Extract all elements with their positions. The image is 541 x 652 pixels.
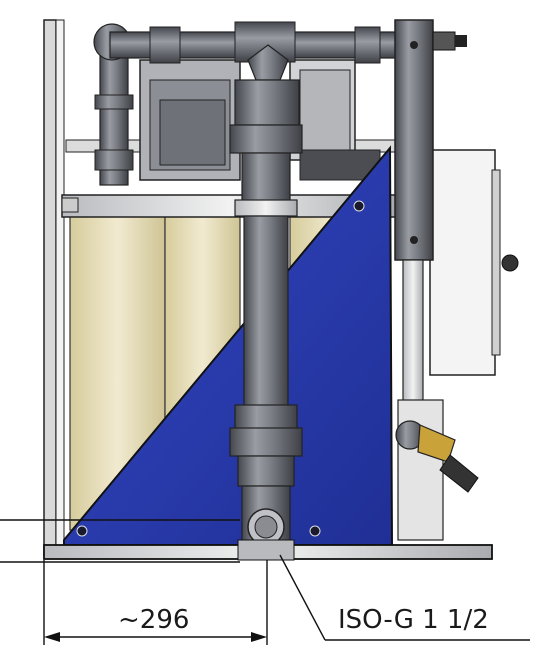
width-dimension-label: ~296 — [118, 605, 189, 635]
pump-motors — [139, 59, 381, 181]
dimension-lines — [0, 519, 530, 645]
base-plate — [43, 539, 493, 561]
drain-valve — [395, 420, 479, 493]
panel-bolts — [76, 200, 365, 537]
connection-thread-label: ISO-G 1 1/2 — [338, 605, 489, 635]
central-pipe — [229, 44, 303, 547]
